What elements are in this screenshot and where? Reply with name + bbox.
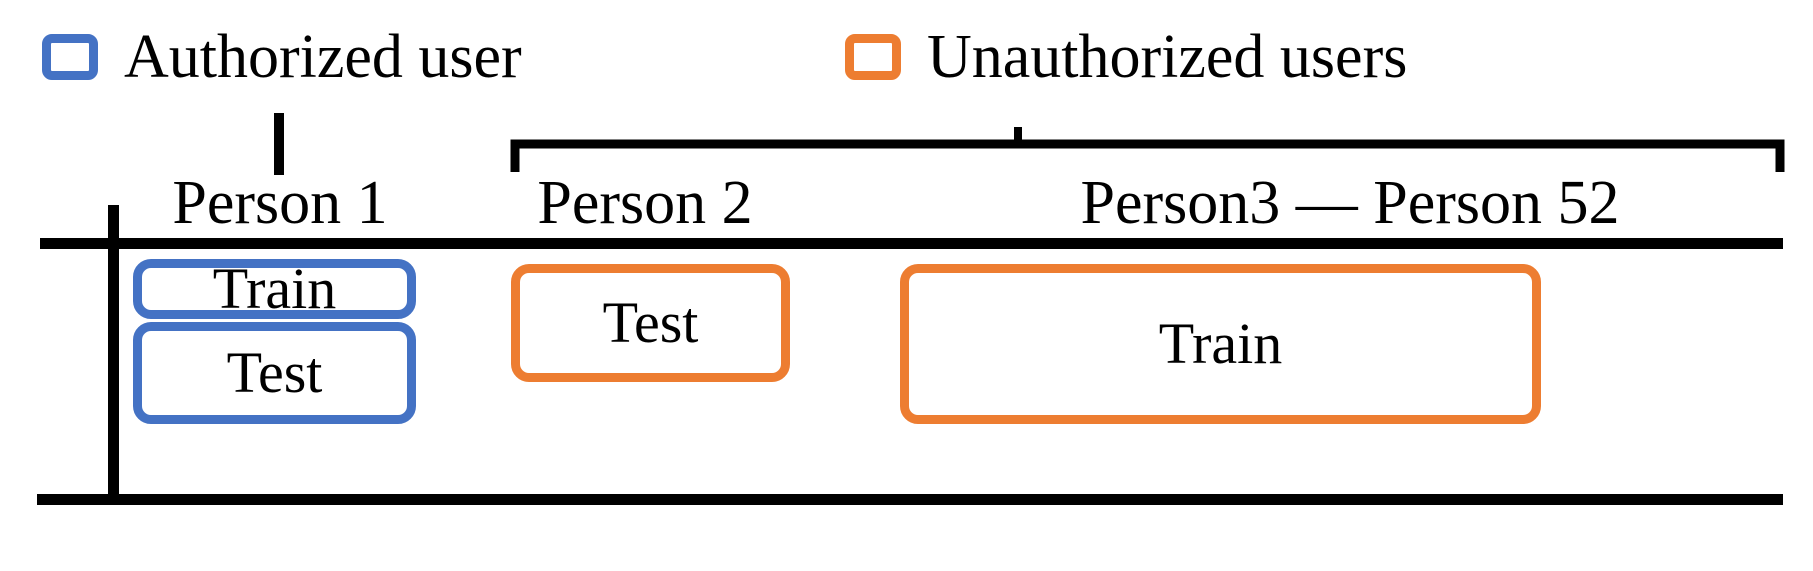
axis-group-label-person-3-to-52: Person3 — Person 52 [1080, 169, 1620, 237]
box-authorized-test[interactable]: Test [133, 322, 416, 424]
legend-label-unauthorized-users: Unauthorized users [927, 23, 1408, 91]
orange-outline-square-icon [845, 34, 901, 80]
blue-outline-square-icon [42, 34, 98, 80]
top-axis-rule [40, 238, 1783, 249]
legend-label-authorized-user: Authorized user [124, 23, 522, 91]
box-unauthorized-test[interactable]: Test [511, 264, 790, 382]
box-unauthorized-train[interactable]: Train [900, 264, 1541, 424]
legend-item-unauthorized-users: Unauthorized users [845, 26, 1407, 88]
bottom-axis-rule [37, 494, 1783, 505]
box-label: Test [226, 340, 323, 405]
left-axis-rule [108, 205, 119, 505]
axis-group-label-person-1: Person 1 [172, 169, 388, 237]
box-authorized-train[interactable]: Train [133, 259, 416, 319]
person-1-tick-mark [274, 113, 284, 175]
legend-item-authorized-user: Authorized user [42, 26, 522, 88]
box-label: Train [1158, 311, 1283, 376]
unauthorized-group-bracket [510, 124, 1790, 174]
axis-group-label-person-2: Person 2 [537, 169, 753, 237]
box-label: Train [212, 256, 337, 321]
box-label: Test [602, 290, 699, 355]
